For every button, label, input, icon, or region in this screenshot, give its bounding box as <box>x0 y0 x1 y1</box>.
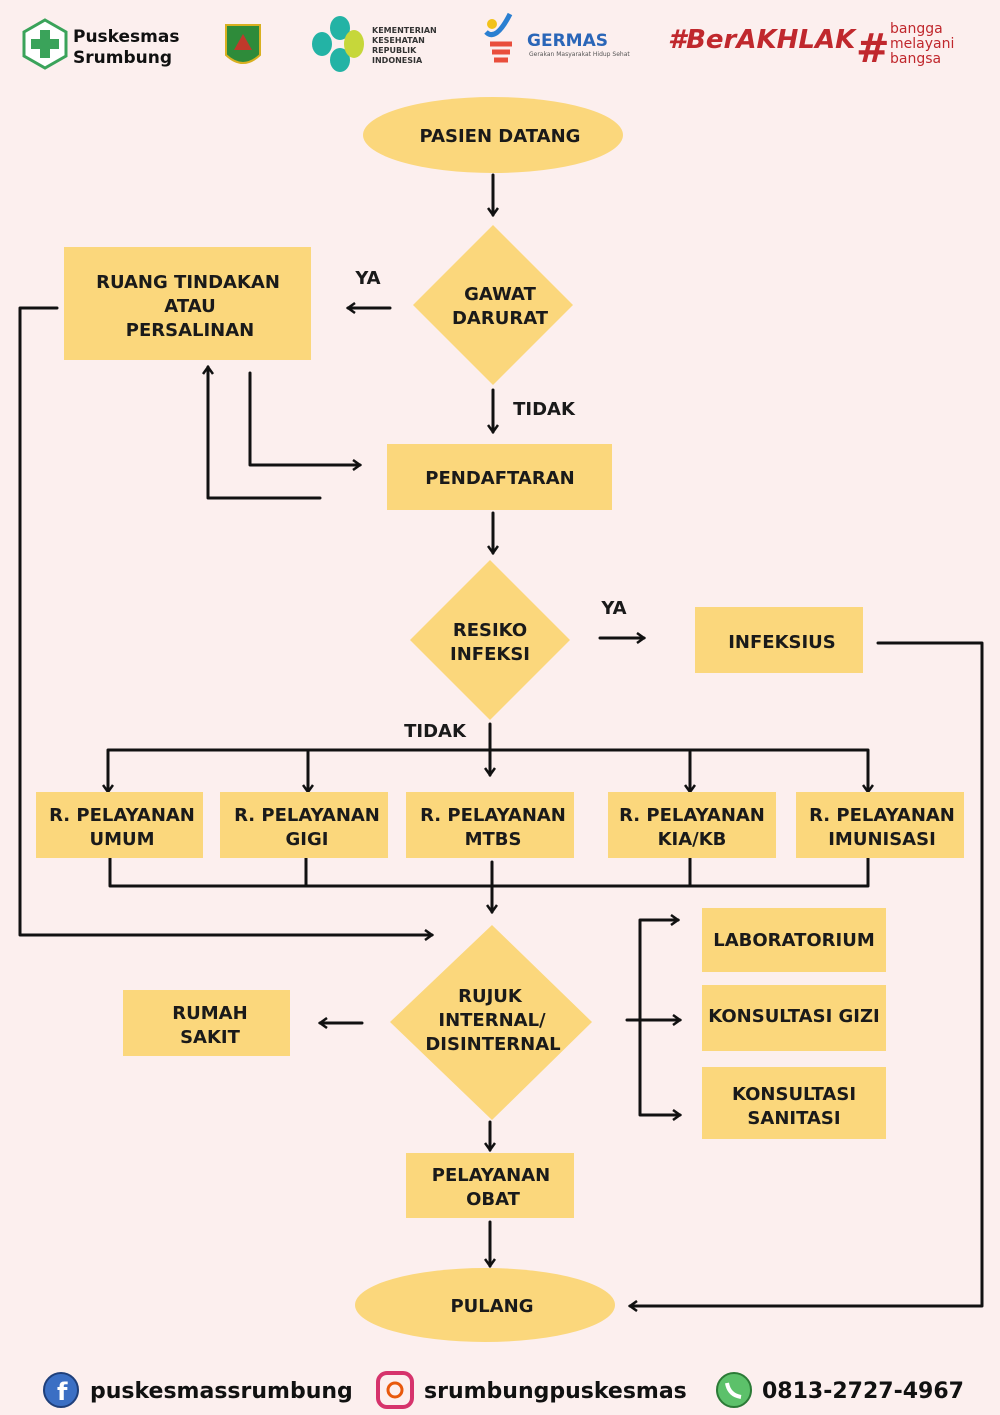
svg-text:KONSULTASI: KONSULTASI <box>732 1084 856 1105</box>
svg-text:UMUM: UMUM <box>89 829 154 850</box>
arrow-infeksius-to-pulang <box>630 641 984 1306</box>
node-pendaftaran: PENDAFTARAN <box>387 444 612 510</box>
connectors <box>18 173 984 1306</box>
svg-text:Puskesmas: Puskesmas <box>73 27 179 47</box>
svg-text:SANITASI: SANITASI <box>747 1108 840 1129</box>
svg-text:R. PELAYANAN: R. PELAYANAN <box>420 805 566 826</box>
svg-text:bangga: bangga <box>890 21 943 37</box>
svg-text:melayani: melayani <box>890 36 954 52</box>
footer-instagram[interactable]: srumbungpuskesmas <box>376 1371 687 1409</box>
svg-text:Srumbung: Srumbung <box>73 48 172 68</box>
node-konsultasi-gizi: KONSULTASI GIZI <box>702 985 886 1051</box>
germas-logo: GERMAS Gerakan Masyarakat Hidup Sehat <box>484 12 630 63</box>
svg-text:bangsa: bangsa <box>890 51 941 67</box>
svg-text:PELAYANAN: PELAYANAN <box>432 1165 550 1186</box>
instagram-icon[interactable] <box>376 1371 414 1409</box>
svg-text:DISINTERNAL: DISINTERNAL <box>425 1034 560 1055</box>
svg-text:KIA/KB: KIA/KB <box>658 829 727 850</box>
footer-whatsapp[interactable]: 0813-2727-4967 <box>716 1372 964 1408</box>
svg-text:LABORATORIUM: LABORATORIUM <box>713 930 874 951</box>
svg-text:PULANG: PULANG <box>450 1296 533 1317</box>
bracket-internal <box>638 918 680 1117</box>
node-laboratorium: LABORATORIUM <box>702 908 886 972</box>
svg-text:R. PELAYANAN: R. PELAYANAN <box>234 805 380 826</box>
svg-text:Gerakan Masyarakat Hidup Sehat: Gerakan Masyarakat Hidup Sehat <box>529 51 630 58</box>
svg-text:RESIKO: RESIKO <box>453 620 527 641</box>
svg-text:GIGI: GIGI <box>286 829 329 850</box>
svg-text:KEMENTERIAN: KEMENTERIAN <box>372 26 437 35</box>
svg-text:#: # <box>856 26 890 72</box>
label-ya-resiko: YA <box>600 598 626 619</box>
svg-text:KONSULTASI GIZI: KONSULTASI GIZI <box>708 1006 880 1027</box>
svg-text:PENDAFTARAN: PENDAFTARAN <box>425 468 574 489</box>
node-pelayanan-obat: PELAYANAN OBAT <box>406 1153 574 1218</box>
svg-text:GERMAS: GERMAS <box>527 31 608 51</box>
svg-text:PERSALINAN: PERSALINAN <box>126 320 254 341</box>
node-resiko-infeksi: RESIKO INFEKSI <box>410 560 570 720</box>
svg-text:IMUNISASI: IMUNISASI <box>828 829 936 850</box>
kemenkes-logo: KEMENTERIAN KESEHATAN REPUBLIK INDONESIA <box>312 16 437 72</box>
node-konsultasi-sanitasi: KONSULTASI SANITASI <box>702 1067 886 1139</box>
label-tidak-resiko: TIDAK <box>404 721 467 742</box>
svg-text:f[interactable]: f <box>57 1378 68 1406</box>
svg-text:#BerAKHLAK: #BerAKHLAK <box>668 25 857 55</box>
node-rumah-sakit: RUMAH SAKIT <box>123 990 290 1056</box>
svg-text:INDONESIA: INDONESIA <box>372 56 423 65</box>
svg-text:OBAT: OBAT <box>466 1189 521 1210</box>
svg-text:R. PELAYANAN: R. PELAYANAN <box>809 805 955 826</box>
node-pulang: PULANG <box>355 1268 615 1342</box>
node-pasien-datang: PASIEN DATANG <box>363 97 623 173</box>
arrow-ruang-to-pendaftaran <box>248 371 360 465</box>
berakhlak-logo: #BerAKHLAK <box>668 25 857 55</box>
label-ya-gawat: YA <box>354 268 380 289</box>
svg-text:REPUBLIK: REPUBLIK <box>372 46 417 55</box>
node-rujuk: RUJUK INTERNAL/ DISINTERNAL <box>390 925 592 1120</box>
whatsapp-icon[interactable] <box>716 1372 752 1408</box>
regency-crest <box>225 24 261 64</box>
svg-text:R. PELAYANAN: R. PELAYANAN <box>49 805 195 826</box>
svg-text:ATAU: ATAU <box>164 296 215 317</box>
svg-text:SAKIT: SAKIT <box>180 1027 241 1048</box>
arrow-ruang-to-rujuk <box>18 306 432 935</box>
svg-text:INFEKSI: INFEKSI <box>450 644 530 665</box>
svg-text:puskesmassrumbung[interactable]: puskesmassrumbung <box>90 1379 353 1404</box>
svg-text:R. PELAYANAN: R. PELAYANAN <box>619 805 765 826</box>
node-pelayanan-umum: R. PELAYANAN UMUM <box>36 792 203 858</box>
svg-text:srumbungpuskesmas[interactable]: srumbungpuskesmas <box>424 1379 687 1404</box>
svg-text:MTBS: MTBS <box>465 829 522 850</box>
label-tidak-gawat: TIDAK <box>513 399 576 420</box>
svg-text:RUJUK: RUJUK <box>458 986 523 1007</box>
svg-text:DARURAT: DARURAT <box>452 308 549 329</box>
svg-text:PASIEN DATANG: PASIEN DATANG <box>420 126 581 147</box>
branch-bar-bottom <box>108 856 870 888</box>
node-pelayanan-imunisasi: R. PELAYANAN IMUNISASI <box>796 792 964 858</box>
bangga-melayani-logo: # bangga melayani bangsa <box>856 21 954 72</box>
node-infeksius: INFEKSIUS <box>695 607 863 673</box>
puskesmas-logo: Puskesmas Srumbung <box>22 18 179 70</box>
svg-text:RUMAH: RUMAH <box>172 1003 247 1024</box>
svg-text:0813-2727-4967[interactable]: 0813-2727-4967 <box>762 1379 964 1404</box>
node-pelayanan-kiakb: R. PELAYANAN KIA/KB <box>608 792 776 858</box>
node-ruang-tindakan: RUANG TINDAKAN ATAU PERSALINAN <box>64 247 311 360</box>
facebook-icon[interactable] <box>43 1372 79 1408</box>
node-pelayanan-mtbs: R. PELAYANAN MTBS <box>406 792 574 858</box>
svg-text:INTERNAL/: INTERNAL/ <box>438 1010 546 1031</box>
svg-text:RUANG TINDAKAN: RUANG TINDAKAN <box>96 272 280 293</box>
branch-bar-top <box>106 748 870 794</box>
svg-text:INFEKSIUS: INFEKSIUS <box>728 632 836 653</box>
node-pelayanan-gigi: R. PELAYANAN GIGI <box>220 792 388 858</box>
arrow-pendaftaran-to-ruang <box>208 367 322 500</box>
footer-facebook[interactable]: f puskesmassrumbung <box>43 1372 353 1408</box>
svg-text:KESEHATAN: KESEHATAN <box>372 36 425 45</box>
node-gawat-darurat: GAWAT DARURAT <box>413 225 573 385</box>
svg-text:GAWAT: GAWAT <box>464 284 536 305</box>
